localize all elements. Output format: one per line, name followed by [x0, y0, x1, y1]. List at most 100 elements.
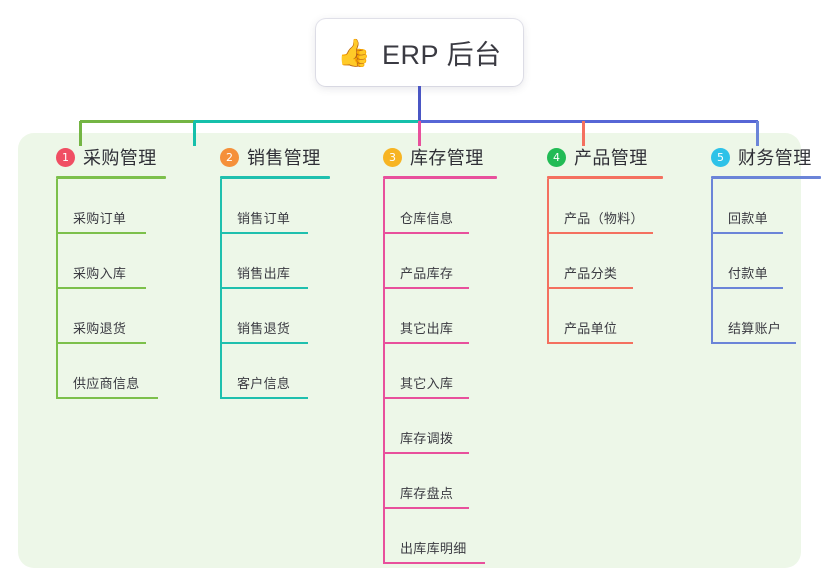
root-node-title: ERP 后台 [382, 40, 502, 70]
leaf-label: 库存调拨 [400, 431, 454, 446]
leaf-underline [383, 232, 469, 234]
leaf-label: 回款单 [728, 211, 768, 226]
leaf-label: 仓库信息 [400, 211, 454, 226]
leaf-underline [383, 452, 469, 454]
branch-underline-3 [383, 176, 497, 179]
leaf-underline [547, 342, 633, 344]
root-node-card[interactable]: 👍 ERP 后台 [316, 19, 523, 86]
branch-spine-3 [383, 179, 385, 564]
branch-badge-3: 3 [383, 147, 402, 167]
leaf-label: 库存盘点 [400, 486, 454, 501]
branch-underline-2 [220, 176, 330, 179]
leaf-label: 销售出库 [237, 266, 291, 281]
leaf-label: 产品（物料） [564, 211, 644, 226]
leaf-underline [547, 287, 633, 289]
list-item[interactable]: 产品库存 [383, 234, 523, 289]
list-item[interactable]: 采购订单 [56, 179, 186, 234]
branch-spine-2 [220, 179, 222, 399]
leaf-underline [547, 232, 653, 234]
leaf-label: 产品分类 [564, 266, 618, 281]
leaf-underline [711, 342, 796, 344]
list-item[interactable]: 销售出库 [220, 234, 350, 289]
leaf-label: 出库库明细 [400, 541, 467, 556]
leaf-label: 销售订单 [237, 211, 291, 226]
list-item[interactable]: 销售退货 [220, 289, 350, 344]
list-item[interactable]: 产品分类 [547, 234, 687, 289]
branch-column-4: 4 产品管理 产品（物料） 产品分类 产品单位 [527, 144, 687, 344]
branch-title-5: 财务管理 [738, 148, 812, 168]
leaf-label: 产品单位 [564, 321, 618, 336]
branch-underline-1 [56, 176, 166, 179]
leaf-underline [220, 232, 308, 234]
list-item[interactable]: 产品单位 [547, 289, 687, 344]
leaf-underline [220, 397, 308, 399]
leaf-underline [383, 397, 469, 399]
leaf-underline [220, 342, 308, 344]
branch-badge-4: 4 [547, 147, 566, 167]
leaf-label: 结算账户 [728, 321, 782, 336]
branch-badge-1: 1 [56, 147, 75, 167]
branch-title-3: 库存管理 [410, 148, 484, 168]
branch-header-4[interactable]: 4 产品管理 [527, 144, 687, 170]
branch-items-3: 仓库信息 产品库存 其它出库 其它入库 库存调拨 库存盘点 [363, 179, 523, 564]
branch-items-1: 采购订单 采购入库 采购退货 供应商信息 [36, 179, 186, 399]
leaf-label: 付款单 [728, 266, 768, 281]
branch-column-5: 5 财务管理 回款单 付款单 结算账户 [691, 144, 839, 344]
list-item[interactable]: 库存盘点 [383, 454, 523, 509]
list-item[interactable]: 采购入库 [56, 234, 186, 289]
branch-column-1: 1 采购管理 采购订单 采购入库 采购退货 供应商信息 [36, 144, 186, 399]
list-item[interactable]: 出库库明细 [383, 509, 523, 564]
leaf-underline [56, 287, 146, 289]
list-item[interactable]: 其它入库 [383, 344, 523, 399]
list-item[interactable]: 付款单 [711, 234, 839, 289]
branch-spine-1 [56, 179, 58, 399]
leaf-underline [711, 287, 783, 289]
branch-title-4: 产品管理 [574, 148, 648, 168]
list-item[interactable]: 供应商信息 [56, 344, 186, 399]
leaf-underline [383, 507, 469, 509]
branch-spine-5 [711, 179, 713, 344]
list-item[interactable]: 其它出库 [383, 289, 523, 344]
leaf-underline [220, 287, 308, 289]
branch-title-1: 采购管理 [83, 148, 157, 168]
leaf-label: 产品库存 [400, 266, 454, 281]
branch-title-2: 销售管理 [247, 148, 321, 168]
branch-underline-4 [547, 176, 663, 179]
list-item[interactable]: 仓库信息 [383, 179, 523, 234]
list-item[interactable]: 客户信息 [220, 344, 350, 399]
leaf-label: 销售退货 [237, 321, 291, 336]
leaf-label: 采购退货 [73, 321, 127, 336]
leaf-label: 其它出库 [400, 321, 454, 336]
leaf-label: 其它入库 [400, 376, 454, 391]
thumbs-up-icon: 👍 [337, 38, 372, 68]
leaf-underline [383, 562, 485, 564]
leaf-label: 客户信息 [237, 376, 291, 391]
leaf-underline [383, 287, 469, 289]
list-item[interactable]: 产品（物料） [547, 179, 687, 234]
diagram-background-panel [18, 133, 801, 568]
branch-header-3[interactable]: 3 库存管理 [363, 144, 523, 170]
branch-items-4: 产品（物料） 产品分类 产品单位 [527, 179, 687, 344]
branch-badge-5: 5 [711, 147, 730, 167]
leaf-underline [56, 342, 146, 344]
list-item[interactable]: 销售订单 [220, 179, 350, 234]
branch-items-5: 回款单 付款单 结算账户 [691, 179, 839, 344]
branch-underline-5 [711, 176, 821, 179]
leaf-underline [711, 232, 783, 234]
branch-column-2: 2 销售管理 销售订单 销售出库 销售退货 客户信息 [200, 144, 350, 399]
branch-badge-2: 2 [220, 147, 239, 167]
branch-header-2[interactable]: 2 销售管理 [200, 144, 350, 170]
leaf-label: 采购入库 [73, 266, 127, 281]
leaf-label: 供应商信息 [73, 376, 140, 391]
list-item[interactable]: 采购退货 [56, 289, 186, 344]
list-item[interactable]: 库存调拨 [383, 399, 523, 454]
branch-items-2: 销售订单 销售出库 销售退货 客户信息 [200, 179, 350, 399]
branch-header-1[interactable]: 1 采购管理 [36, 144, 186, 170]
branch-spine-4 [547, 179, 549, 344]
list-item[interactable]: 回款单 [711, 179, 839, 234]
branch-header-5[interactable]: 5 财务管理 [691, 144, 839, 170]
list-item[interactable]: 结算账户 [711, 289, 839, 344]
branch-column-3: 3 库存管理 仓库信息 产品库存 其它出库 其它入库 库存调拨 [363, 144, 523, 564]
leaf-underline [383, 342, 469, 344]
leaf-label: 采购订单 [73, 211, 127, 226]
